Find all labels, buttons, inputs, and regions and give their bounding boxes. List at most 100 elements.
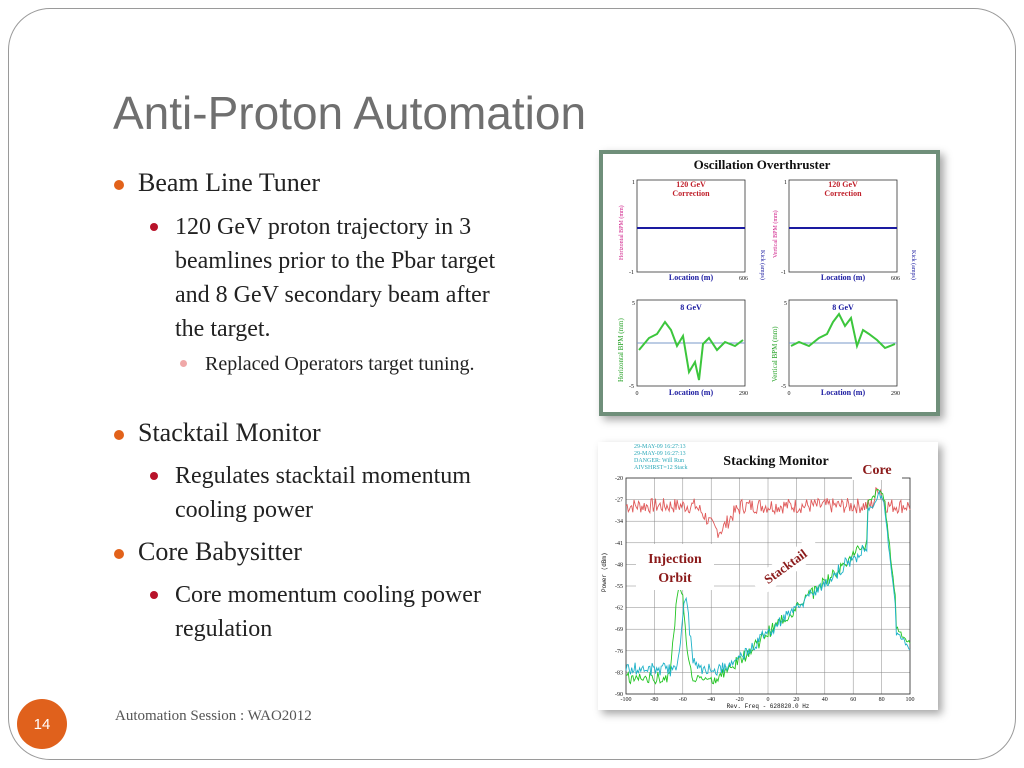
panel-ytop: 1 xyxy=(784,180,787,186)
sub-bullet-regulates: Regulates stacktail momentum cooling pow… xyxy=(150,459,520,527)
x-tick: 0 xyxy=(767,697,770,703)
header-line: 29-MAY-09 16:27:13 xyxy=(634,451,686,457)
y-tick-labels: -20-27-34-41-48-55-62-69-76-83-90 xyxy=(615,476,623,698)
panel-xmax: 290 xyxy=(891,391,900,397)
core-label-box xyxy=(852,458,902,480)
plot-frame xyxy=(625,477,911,695)
panel-xmin: 0 xyxy=(636,391,639,397)
panel-ytop: 5 xyxy=(632,301,635,307)
bullet-dot xyxy=(150,472,158,480)
panel-label: 8 GeV xyxy=(832,303,854,312)
panel-frame xyxy=(636,179,746,273)
y-tick: -69 xyxy=(615,627,623,633)
panel-xmax: 606 xyxy=(891,276,900,282)
panel-xlabel: Location (m) xyxy=(669,388,714,397)
y-tick: -34 xyxy=(615,519,623,525)
x-tick: 100 xyxy=(906,697,915,703)
panel-ytop: 5 xyxy=(784,301,787,307)
panel-label-2: Correction xyxy=(824,189,862,198)
bpm-trace xyxy=(638,320,744,381)
footer-text: Automation Session : WAO2012 xyxy=(115,708,312,724)
panel-xmax: 290 xyxy=(739,391,748,397)
x-tick: 40 xyxy=(822,697,828,703)
panel-ylabel: Horizontal BPM (mm) xyxy=(618,205,625,260)
y-tick: -20 xyxy=(615,476,623,482)
y-tick: -41 xyxy=(615,541,623,547)
x-tick: -100 xyxy=(621,697,632,703)
panel-vertical-120: 120 GeV Correction Location (m) 606 1 -1… xyxy=(772,179,917,282)
x-tick: 80 xyxy=(879,697,885,703)
bullet-dot xyxy=(150,223,158,231)
panel-horizontal-120: 120 GeV Correction Location (m) 606 1 -1… xyxy=(618,179,766,282)
bullet-dot xyxy=(114,430,124,440)
y-tick: -62 xyxy=(615,606,623,612)
panel-ylabel: Horizontal BPM (mm) xyxy=(617,318,625,382)
bullet-dot xyxy=(114,549,124,559)
panel-ytop: 1 xyxy=(632,180,635,186)
slide-title: Anti-Proton Automation xyxy=(113,87,587,139)
bullet-text: Regulates stacktail momentum cooling pow… xyxy=(175,463,471,523)
x-axis-label: Rev. Freq - 628820.0 Hz xyxy=(727,703,810,710)
bullet-text: 120 GeV proton trajectory in 3 beamlines… xyxy=(175,214,496,342)
bullet-text: Replaced Operators target tuning. xyxy=(205,353,475,375)
panel-ylabel: Vertical BPM (mm) xyxy=(772,210,779,258)
panel-ybot: -1 xyxy=(629,270,634,276)
panel-ybot: -5 xyxy=(629,384,634,390)
y-tick: -27 xyxy=(615,498,623,504)
header-line: DANGER: Will Run xyxy=(634,458,684,464)
plot-traces xyxy=(625,486,911,685)
panel-label: 8 GeV xyxy=(680,303,702,312)
x-tick: -60 xyxy=(679,697,687,703)
panel-ylabel: Vertical BPM (mm) xyxy=(771,326,779,382)
bullet-text: Core momentum cooling power regulation xyxy=(175,582,481,642)
panel-xmin: 0 xyxy=(788,391,791,397)
panel-ylabel-right: Kick (amps) xyxy=(759,250,766,280)
figure-title-box xyxy=(677,154,847,174)
panel-ybot: -5 xyxy=(781,384,786,390)
panel-frame xyxy=(788,179,898,273)
panel-horizontal-8: 8 GeV Location (m) 0 290 5 -5 Horizontal… xyxy=(617,299,748,397)
x-tick: -80 xyxy=(650,697,658,703)
panel-xmax: 606 xyxy=(739,276,748,282)
bullet-stacktail-monitor: Stacktail Monitor xyxy=(114,418,321,448)
bullet-beam-line-tuner: Beam Line Tuner xyxy=(114,168,320,198)
panel-xlabel: Location (m) xyxy=(821,273,866,282)
y-tick: -90 xyxy=(615,692,623,698)
bullet-dot xyxy=(150,591,158,599)
bullet-text: Core Babysitter xyxy=(138,537,302,566)
header-line: AIVSHRST=12 Stack xyxy=(634,465,688,471)
page-number-badge: 14 xyxy=(17,699,67,749)
oscillation-overthruster-figure: Oscillation Overthruster 120 GeV Correct… xyxy=(599,150,940,416)
stacktail-label-box xyxy=(750,536,823,597)
bullet-text: Stacktail Monitor xyxy=(138,418,321,447)
y-axis-label: Power (dBm) xyxy=(601,552,608,592)
figure-title: Oscillation Overthruster xyxy=(694,157,831,172)
bullet-text: Beam Line Tuner xyxy=(138,168,320,197)
sub-sub-bullet-replaced: Replaced Operators target tuning. xyxy=(180,349,485,379)
core-annotation: Core xyxy=(862,463,891,478)
y-tick: -48 xyxy=(615,562,623,568)
bullet-dot xyxy=(180,360,187,367)
injection-label-box xyxy=(636,544,714,590)
bullet-core-babysitter: Core Babysitter xyxy=(114,537,302,567)
y-tick: -55 xyxy=(615,584,623,590)
injection-annotation: Injection xyxy=(648,552,702,567)
panel-ylabel-right: Kick (amps) xyxy=(910,250,917,280)
cyan-trace xyxy=(625,489,911,677)
x-tick: -40 xyxy=(707,697,715,703)
x-tick: 20 xyxy=(793,697,799,703)
panel-xlabel: Location (m) xyxy=(821,388,866,397)
header-line: 29-MAY-09 16:27:13 xyxy=(634,444,686,450)
bpm-trace xyxy=(790,312,896,350)
panel-label-2: Correction xyxy=(672,189,710,198)
y-tick: -83 xyxy=(615,670,623,676)
panel-vertical-8: 8 GeV Location (m) 0 290 5 -5 Vertical B… xyxy=(771,299,900,397)
x-tick: -20 xyxy=(736,697,744,703)
red-trace xyxy=(625,486,911,538)
bullet-dot xyxy=(114,180,124,190)
panel-ybot: -1 xyxy=(781,270,786,276)
panel-label: 120 GeV xyxy=(828,180,858,189)
